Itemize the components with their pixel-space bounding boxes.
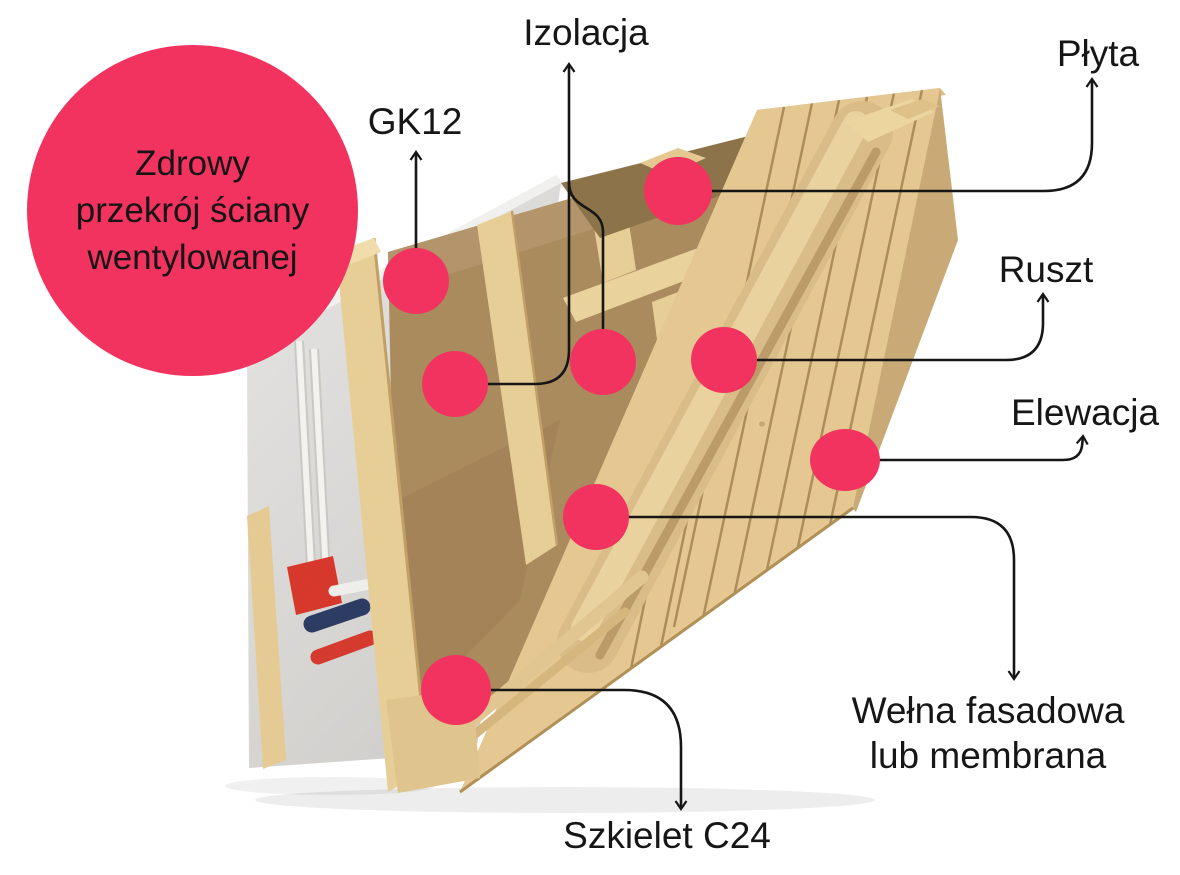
marker-dot-welna [563, 484, 629, 550]
red-junction-box [287, 556, 342, 615]
label-ruszt: Ruszt [998, 249, 1094, 290]
connector-lines [409, 62, 1099, 811]
blue-pipe [303, 598, 371, 633]
marker-dots [383, 157, 880, 725]
marker-dot-izolacja-right [570, 329, 636, 395]
title-bubble: Zdrowy przekrój ściany wentylowanej [27, 45, 358, 376]
label-welna: Wełna fasadowa lub membrana [852, 688, 1125, 778]
red-pipe [310, 630, 378, 665]
connector-szkielet [456, 688, 688, 811]
ground-shadow [225, 777, 875, 813]
title-bubble-line1: Zdrowy [135, 144, 250, 183]
connector-welna [596, 515, 1021, 681]
title-bubble-line2: przekrój ściany [75, 191, 310, 230]
marker-dot-szkielet [421, 655, 491, 725]
label-welna-line1: Wełna fasadowa [851, 690, 1125, 731]
white-pipe-stub [328, 578, 376, 597]
marker-dot-plyta [644, 157, 712, 225]
marker-dot-gk12 [383, 248, 449, 314]
label-welna-line2: lub membrana [869, 735, 1107, 777]
wall-pipes [287, 340, 378, 665]
connector-izolacja-fork [567, 181, 605, 362]
label-elewacja: Elewacja [1010, 392, 1160, 433]
marker-dot-ruszt [691, 327, 757, 393]
marker-dot-elewacja [810, 429, 880, 491]
wood-studs [247, 210, 559, 792]
label-szkielet: Szkielet C24 [563, 815, 771, 856]
connector-elewacja [845, 434, 1089, 462]
connector-izolacja [455, 62, 576, 386]
marker-dot-izolacja-left [422, 351, 488, 417]
label-gk12: GK12 [367, 101, 463, 142]
title-bubble-line3: wentylowanej [87, 238, 298, 277]
connector-plyta [678, 77, 1099, 193]
label-izolacja: Izolacja [523, 12, 649, 53]
connector-ruszt [724, 292, 1050, 362]
label-plyta: Płyta [1056, 33, 1140, 74]
